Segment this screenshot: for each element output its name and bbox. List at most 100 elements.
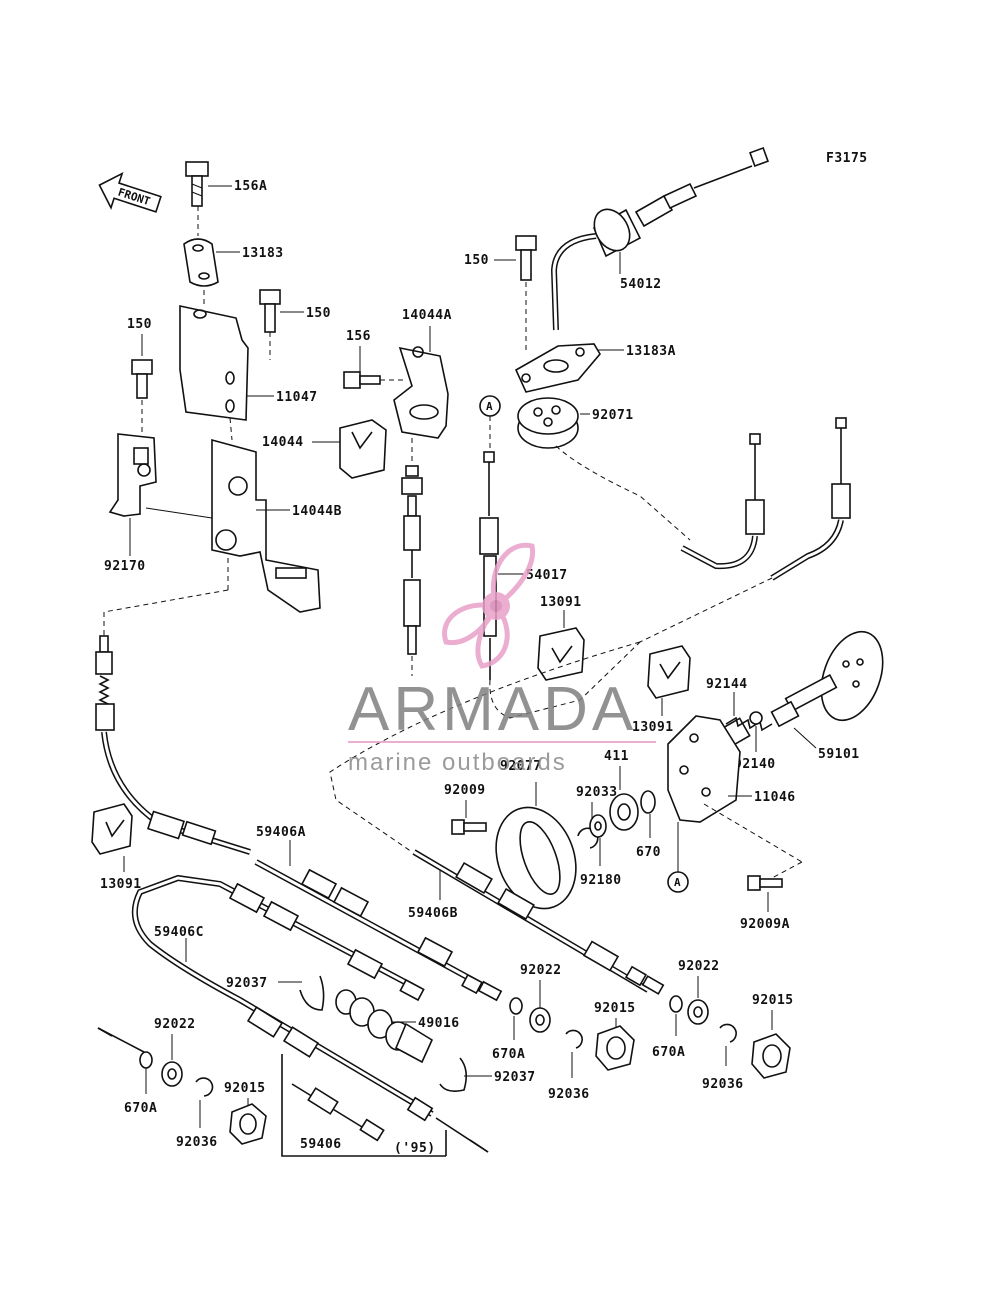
- label-year-95: ('95): [394, 1141, 436, 1156]
- figure-code: F3175: [826, 151, 868, 166]
- nut-92015-left-icon: [229, 1103, 267, 1145]
- watermark-brand: ARMADA: [348, 675, 637, 744]
- svg-text:A: A: [674, 876, 681, 889]
- clip-92037-lower-icon: [439, 1057, 468, 1092]
- bracket-11047-icon: [179, 305, 249, 421]
- label-49016: 49016: [418, 1016, 460, 1031]
- washer-92022-right-icon: [687, 999, 709, 1025]
- label-670A-center: 670A: [492, 1047, 525, 1062]
- screw-92009-icon: [451, 819, 487, 835]
- label-13183: 13183: [242, 246, 284, 261]
- boot-49016-icon: [335, 989, 434, 1064]
- cable-rod-icon: [401, 438, 423, 676]
- label-92033: 92033: [576, 785, 618, 800]
- label-54017: 54017: [526, 568, 568, 583]
- oring-670A-center-icon: [509, 997, 523, 1015]
- label-92022-center: 92022: [520, 963, 562, 978]
- grommet-13091-right-icon: [647, 645, 691, 699]
- propeller-logo-icon: [442, 542, 536, 669]
- washer-411-icon: [609, 793, 639, 831]
- cable-59406C-icon: [131, 874, 434, 1122]
- bolt-150-upper-icon: [259, 289, 281, 333]
- label-92037-lower: 92037: [494, 1070, 536, 1085]
- label-411: 411: [604, 749, 629, 764]
- label-14044A: 14044A: [402, 308, 452, 323]
- oring-670A-right-icon: [669, 995, 683, 1013]
- grommet-13091-left-icon: [91, 803, 133, 855]
- washer-92022-center-icon: [529, 1007, 551, 1033]
- housing-11046-icon: [667, 715, 741, 823]
- watermark-tagline: marine outboards: [348, 749, 567, 776]
- bolt-150-left-icon: [131, 359, 153, 399]
- screw-92009A-icon: [747, 875, 783, 891]
- label-670: 670: [636, 845, 661, 860]
- label-92036-right: 92036: [702, 1077, 744, 1092]
- label-59406A: 59406A: [256, 825, 306, 840]
- label-92140: 92140: [734, 757, 776, 772]
- callout-a-bottom-icon: A: [667, 871, 689, 893]
- shaft-59101-icon: [770, 630, 884, 728]
- plate-13183-icon: [183, 238, 219, 287]
- label-11047: 11047: [276, 390, 318, 405]
- nut-92015-center-icon: [595, 1025, 635, 1071]
- label-150-upper: 150: [306, 306, 331, 321]
- label-92170: 92170: [104, 559, 146, 574]
- label-54012: 54012: [620, 277, 662, 292]
- grommet-13091-center-icon: [537, 627, 585, 681]
- label-92077: 92077: [500, 759, 542, 774]
- label-14044B: 14044B: [292, 504, 342, 519]
- label-92036-center: 92036: [548, 1087, 590, 1102]
- label-92015-left: 92015: [224, 1081, 266, 1096]
- bracket-14044A-icon: [393, 346, 449, 439]
- cable-left-icon: [95, 635, 251, 855]
- label-59406B: 59406B: [408, 906, 458, 921]
- label-92036-left: 92036: [176, 1135, 218, 1150]
- bracket-14044B-icon: [211, 438, 321, 613]
- watermark-logo: ARMADA marine outboards: [348, 542, 656, 776]
- front-arrow-icon: FRONT: [98, 171, 162, 213]
- label-670A-left: 670A: [124, 1101, 157, 1116]
- label-13091-left: 13091: [100, 877, 142, 892]
- cable-end-right-2-icon: [770, 417, 851, 581]
- label-92022-right: 92022: [678, 959, 720, 974]
- bracket-92170-icon: [108, 433, 157, 517]
- label-14044: 14044: [262, 435, 304, 450]
- label-13183A: 13183A: [626, 344, 676, 359]
- bolt-156-icon: [343, 371, 381, 389]
- nut-92015-right-icon: [751, 1033, 791, 1079]
- label-59101: 59101: [818, 747, 860, 762]
- label-92015-right: 92015: [752, 993, 794, 1008]
- washer-92036-right-icon: [719, 1023, 737, 1043]
- svg-text:A: A: [486, 400, 493, 413]
- label-92071: 92071: [592, 408, 634, 423]
- ball-92140-icon: [749, 711, 763, 725]
- label-92009: 92009: [444, 783, 486, 798]
- label-156A: 156A: [234, 179, 267, 194]
- clip-92037-upper-icon: [299, 975, 325, 1011]
- grommet-92071-icon: [517, 397, 579, 449]
- label-670A-right: 670A: [652, 1045, 685, 1060]
- throttle-cable-54012-icon: [550, 147, 769, 331]
- washer-92036-center-icon: [565, 1029, 583, 1049]
- grommet-14044-icon: [339, 419, 387, 479]
- bolt-156A-icon: [185, 161, 209, 207]
- label-11046: 11046: [754, 790, 796, 805]
- inset-59406-box: [281, 1054, 489, 1157]
- oring-670-icon: [640, 790, 656, 814]
- label-92009A: 92009A: [740, 917, 790, 932]
- label-156: 156: [346, 329, 371, 344]
- callout-a-top-icon: A: [479, 395, 501, 417]
- washer-92180-icon: [589, 814, 607, 838]
- bolt-150-right-icon: [515, 235, 537, 281]
- cable-59406B-icon: [412, 849, 665, 995]
- label-92022-left: 92022: [154, 1017, 196, 1032]
- label-13091-right: 13091: [632, 720, 674, 735]
- knob-92077-icon: [495, 806, 577, 910]
- label-92180: 92180: [580, 873, 622, 888]
- label-59406: 59406: [300, 1137, 342, 1152]
- label-150-left: 150: [127, 317, 152, 332]
- plate-13183A-icon: [514, 343, 601, 393]
- label-92144: 92144: [706, 677, 748, 692]
